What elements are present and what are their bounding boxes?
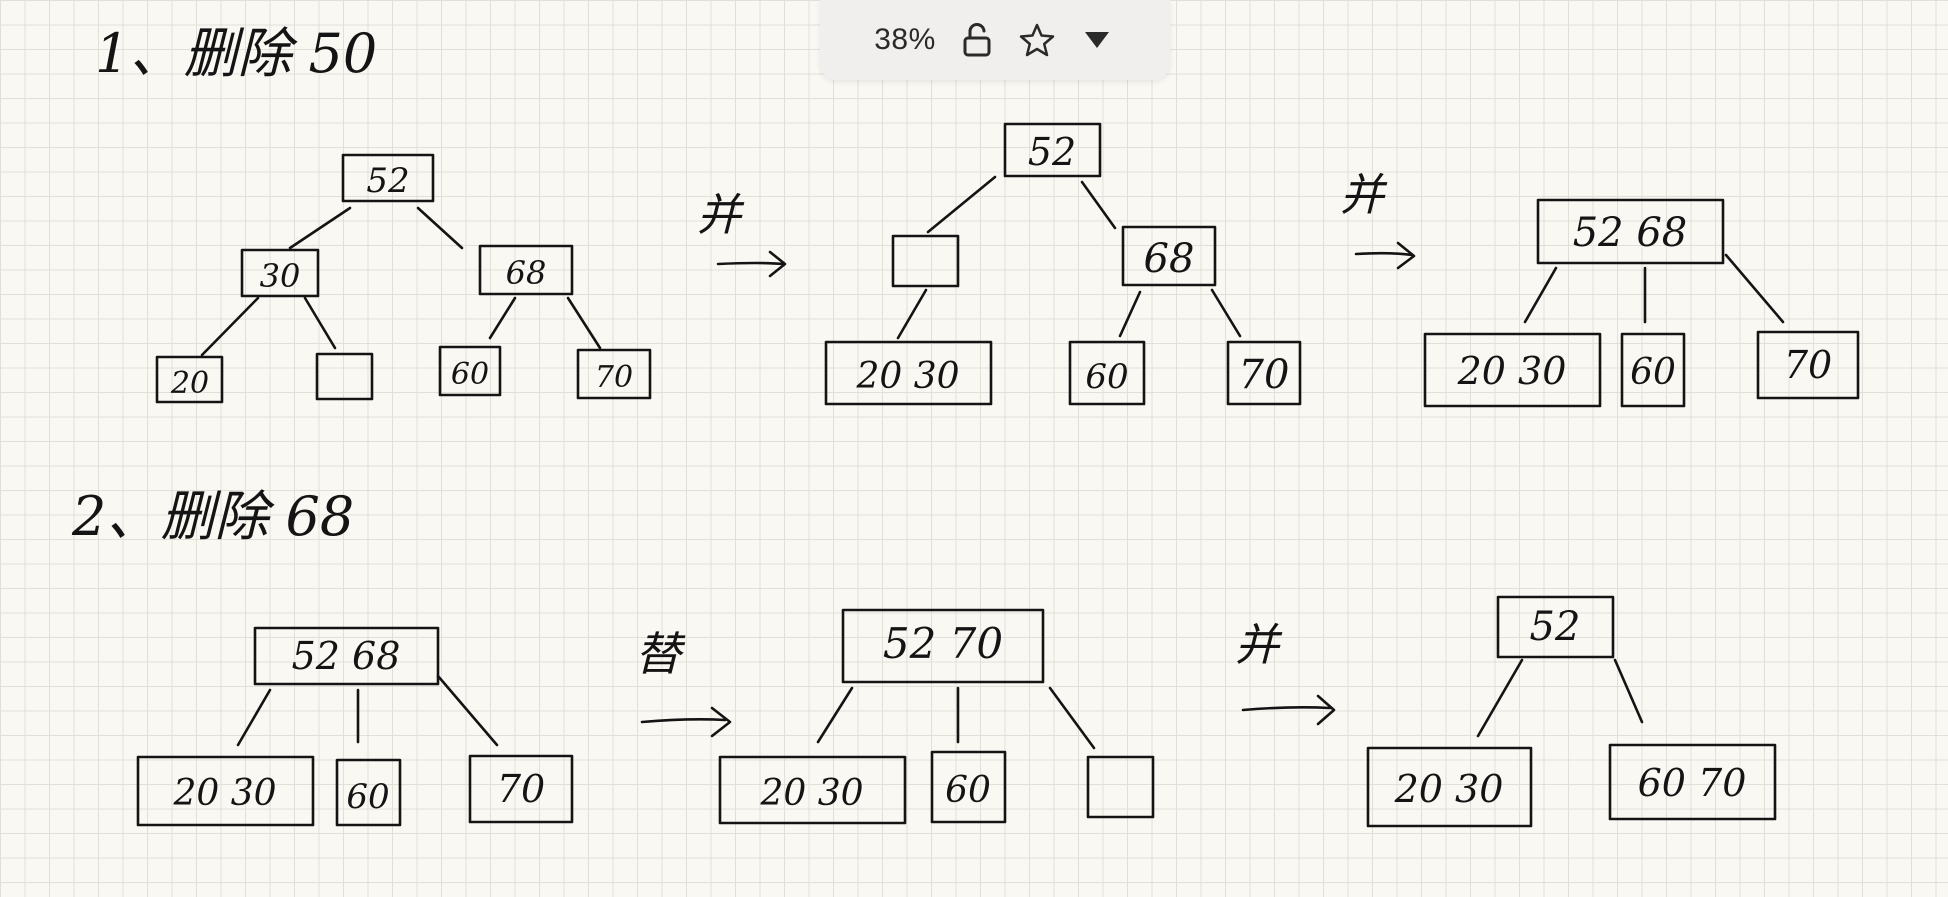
node-label: 20 30 <box>172 773 276 814</box>
empty-node-box <box>891 234 960 288</box>
arrow-label: 并 <box>1235 620 1283 671</box>
node-box <box>438 345 502 397</box>
s2-arrow1: 替 <box>635 627 732 738</box>
arrow-icon <box>640 706 732 738</box>
node-label: 52 68 <box>292 634 401 678</box>
s1-tree2: 52 68 20 30 60 70 <box>824 122 1302 406</box>
node-label: 68 <box>1144 236 1195 282</box>
section-2-title: 2、删除 68 <box>71 485 354 548</box>
node-box <box>240 248 320 298</box>
node-box <box>335 758 402 827</box>
s2-tree1: 52 68 20 30 60 70 <box>136 626 574 827</box>
dropdown-triangle-icon[interactable] <box>1078 20 1116 60</box>
node-label: 52 70 <box>883 619 1003 668</box>
node-box <box>1756 330 1860 400</box>
empty-node-box <box>315 352 374 401</box>
arrow-label: 并 <box>1340 170 1388 221</box>
viewer-toolbar: 38% <box>820 0 1170 80</box>
node-box <box>824 340 993 406</box>
s2-tree2: 52 70 20 30 60 <box>718 608 1155 825</box>
node-box <box>341 153 435 203</box>
node-label: 20 <box>170 366 209 401</box>
node-box <box>1068 340 1146 406</box>
node-box <box>841 608 1045 684</box>
node-box <box>930 750 1007 824</box>
unlock-icon[interactable] <box>958 20 996 60</box>
node-label: 52 <box>1028 130 1076 174</box>
arrow-icon <box>1354 241 1416 270</box>
node-box <box>1226 340 1302 406</box>
node-box <box>253 626 440 686</box>
node-box <box>576 348 652 400</box>
node-box <box>1496 595 1615 659</box>
node-box <box>468 754 574 824</box>
node-label: 60 <box>1085 357 1128 397</box>
node-label: 60 <box>945 770 991 811</box>
node-label: 60 <box>346 777 389 817</box>
s1-tree3: 52 68 20 30 60 70 <box>1423 198 1860 408</box>
node-label: 20 30 <box>759 773 863 814</box>
s2-arrow2: 并 <box>1235 620 1336 726</box>
star-icon[interactable] <box>1018 20 1056 60</box>
node-label: 70 <box>1784 343 1832 387</box>
node-label: 68 <box>506 254 547 292</box>
node-box <box>1121 225 1217 287</box>
node-box <box>1536 198 1725 265</box>
node-label: 60 <box>451 357 489 392</box>
node-box <box>1366 746 1533 828</box>
s1-arrow1: 并 <box>697 190 787 278</box>
s2-tree3: 52 20 30 60 70 <box>1366 595 1777 828</box>
node-label: 52 68 <box>1573 210 1688 256</box>
arrow-icon <box>716 250 787 278</box>
section-1-title: 1、删除 50 <box>95 22 377 85</box>
node-box <box>1003 122 1102 178</box>
arrow-icon <box>1241 694 1336 726</box>
node-box <box>1620 332 1686 408</box>
node-box <box>155 355 224 404</box>
node-label: 20 30 <box>1457 349 1567 393</box>
arrow-label: 并 <box>697 190 745 241</box>
node-label: 30 <box>260 257 301 295</box>
node-label: 20 30 <box>855 356 959 397</box>
s1-arrow2: 并 <box>1340 170 1416 270</box>
node-label: 52 <box>366 161 409 201</box>
node-box <box>478 244 574 296</box>
arrow-label: 替 <box>635 627 686 681</box>
node-label: 60 <box>1630 352 1676 393</box>
s1-tree1: 52 30 68 20 60 70 <box>155 153 652 404</box>
node-label: 60 70 <box>1638 761 1747 805</box>
node-label: 70 <box>595 360 633 395</box>
node-label: 70 <box>497 767 545 811</box>
empty-node-box <box>1086 755 1155 819</box>
zoom-level[interactable]: 38% <box>874 23 936 56</box>
node-label: 20 30 <box>1394 767 1504 811</box>
node-box <box>718 755 907 825</box>
node-label: 52 <box>1530 604 1581 650</box>
node-box <box>1423 332 1602 408</box>
node-box <box>1608 743 1777 821</box>
node-box <box>136 755 315 827</box>
node-label: 70 <box>1239 352 1290 398</box>
